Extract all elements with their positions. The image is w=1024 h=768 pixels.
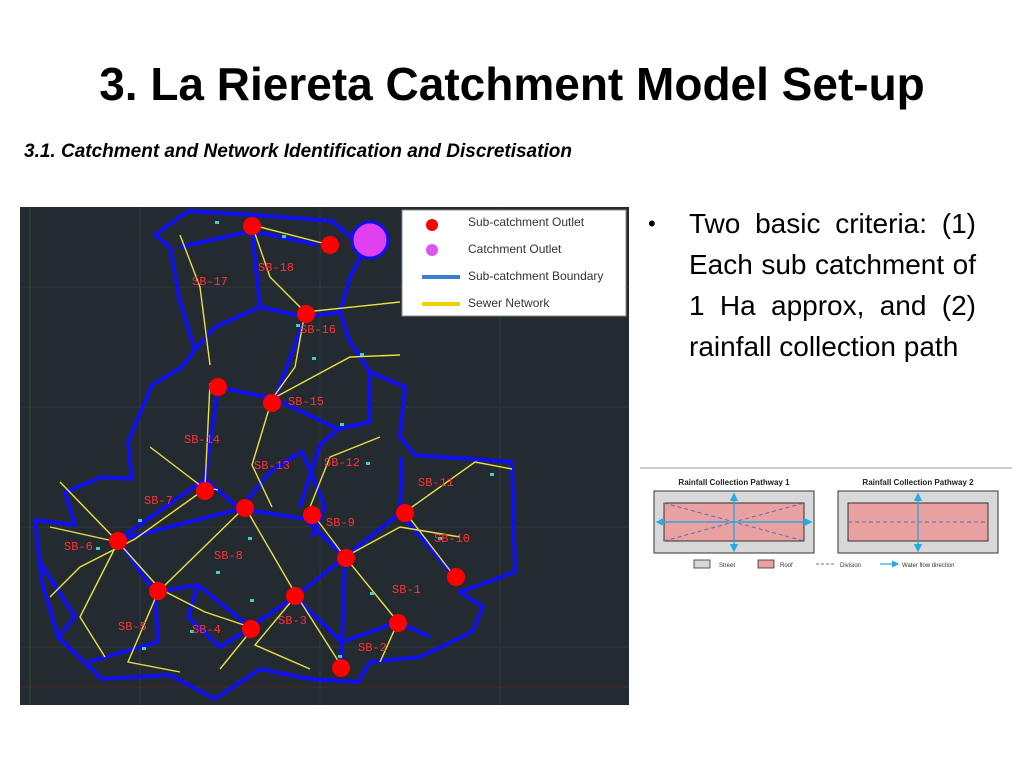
label-sb-6: SB-6 [64, 540, 93, 554]
outlet-marker [196, 482, 214, 500]
outlet-marker [297, 305, 315, 323]
label-sb-14: SB-14 [184, 433, 220, 447]
map-legend: Sub-catchment Outlet Catchment Outlet Su… [401, 209, 627, 317]
subcatchment-outlets [109, 217, 465, 677]
label-sb-15: SB-15 [288, 395, 324, 409]
label-sb-4: SB-4 [192, 623, 221, 637]
pathway-2-title: Rainfall Collection Pathway 2 [862, 478, 974, 487]
label-sb-3: SB-3 [278, 614, 307, 628]
label-sb-13: SB-13 [254, 459, 290, 473]
label-sb-9: SB-9 [326, 516, 355, 530]
legend-division: Division [840, 563, 861, 569]
label-sb-10: SB-10 [434, 532, 470, 546]
outlet-marker [286, 587, 304, 605]
legend-roof: Roof [780, 563, 793, 569]
catchment-map: SB-18 SB-17 SB-16 SB-15 SB-14 SB-13 SB-1… [20, 207, 629, 705]
label-sb-11: SB-11 [418, 476, 454, 490]
bullet-dot-icon: • [648, 211, 656, 236]
outlet-marker [149, 582, 167, 600]
outlet-marker [109, 532, 127, 550]
legend-street: Street [719, 563, 735, 569]
outlet-marker [242, 620, 260, 638]
label-sb-7: SB-7 [144, 494, 173, 508]
rainfall-pathways-figure: Rainfall Collection Pathway 1 Rainfall C… [640, 467, 1012, 569]
label-sb-18: SB-18 [258, 261, 294, 275]
outlet-marker [236, 499, 254, 517]
criteria-text: Two basic criteria: (1) Each sub catchme… [689, 208, 976, 362]
legend-catchment-outlet: Catchment Outlet [468, 242, 562, 256]
legend-sewer-network: Sewer Network [468, 296, 550, 310]
outlet-marker [243, 217, 261, 235]
outlet-marker [389, 614, 407, 632]
label-sb-12: SB-12 [324, 456, 360, 470]
outlet-marker [447, 568, 465, 586]
outlet-marker [263, 394, 281, 412]
label-sb-2: SB-2 [358, 641, 387, 655]
outlet-marker [337, 549, 355, 567]
outlet-marker [332, 659, 350, 677]
slide-subtitle: 3.1. Catchment and Network Identificatio… [24, 141, 572, 162]
pathway-1-title: Rainfall Collection Pathway 1 [678, 478, 790, 487]
label-sb-5: SB-5 [118, 620, 147, 634]
label-sb-16: SB-16 [300, 323, 336, 337]
legend-subcatchment-outlet: Sub-catchment Outlet [468, 215, 585, 229]
slide-title: 3. La Riereta Catchment Model Set-up [99, 58, 925, 110]
catchment-outlet-marker [350, 220, 390, 260]
outlet-marker [303, 506, 321, 524]
legend-water-flow: Water flow direction [902, 563, 954, 569]
outlet-marker [396, 504, 414, 522]
outlet-marker [209, 378, 227, 396]
label-sb-17: SB-17 [192, 275, 228, 289]
label-sb-1: SB-1 [392, 583, 421, 597]
outlet-marker [321, 236, 339, 254]
label-sb-8: SB-8 [214, 549, 243, 563]
legend-subcatchment-boundary: Sub-catchment Boundary [468, 269, 603, 283]
